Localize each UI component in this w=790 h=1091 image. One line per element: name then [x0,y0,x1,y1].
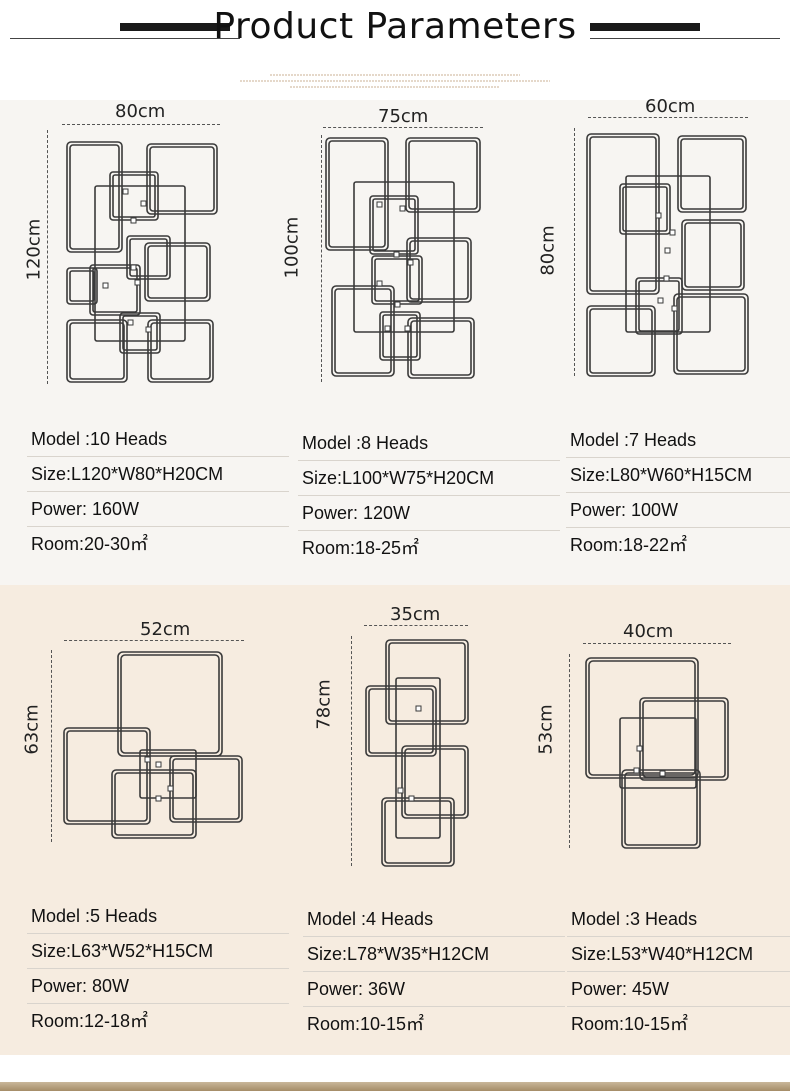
fine-print-decoration [200,72,590,94]
model-value: Model :4 Heads [303,902,565,937]
spec-table-7-heads: Model :7 Heads Size:L80*W60*H15CM Power:… [566,423,790,563]
height-label: 63cm [21,704,43,755]
size-value: Size:L120*W80*H20CM [27,457,289,492]
lamp-drawing-7-heads [586,133,749,377]
width-dimension-line [64,640,244,641]
width-label: 52cm [140,619,191,640]
height-dimension-line [574,128,575,376]
header-line-left [10,38,240,39]
width-label: 80cm [115,101,166,122]
room-value: Room:12-18㎡ [31,1011,149,1031]
size-value: Size:L80*W60*H15CM [566,458,790,493]
size-value: Size:L100*W75*H20CM [298,461,560,496]
power-value: Power: 36W [303,972,565,1007]
width-dimension-line [62,124,220,125]
power-value: Power: 120W [298,496,560,531]
width-dimension-line [323,127,483,128]
height-label: 53cm [535,704,557,755]
size-value: Size:L78*W35*H12CM [303,937,565,972]
width-dimension-line [588,117,748,118]
height-label: 80cm [537,225,559,276]
room-value: Room:18-25㎡ [302,538,420,558]
lamp-drawing-3-heads [585,657,729,849]
room-value: Room:10-15㎡ [307,1014,425,1034]
model-value: Model :10 Heads [27,422,289,457]
model-value: Model :7 Heads [566,423,790,458]
power-value: Power: 45W [567,972,790,1007]
room-value: Room:20-30㎡ [31,534,149,554]
model-value: Model :3 Heads [567,902,790,937]
width-dimension-line [364,625,468,626]
header-bar-right [590,23,700,31]
height-dimension-line [321,135,322,382]
width-dimension-line [583,643,731,644]
spec-table-5-heads: Model :5 Heads Size:L63*W52*H15CM Power:… [27,899,289,1039]
header-line-right [590,38,780,39]
width-label: 60cm [645,96,696,117]
fine-print-lines [240,74,550,88]
spec-table-3-heads: Model :3 Heads Size:L53*W40*H12CM Power:… [567,902,790,1042]
section-small-models [0,585,790,1055]
height-label: 78cm [313,679,335,730]
width-label: 35cm [390,604,441,625]
height-dimension-line [47,130,48,384]
size-value: Size:L63*W52*H15CM [27,934,289,969]
width-label: 75cm [378,106,429,127]
power-value: Power: 160W [27,492,289,527]
width-label: 40cm [623,621,674,642]
power-value: Power: 100W [566,493,790,528]
page-title: Product Parameters [213,6,577,47]
model-value: Model :8 Heads [298,426,560,461]
header: Product Parameters [0,0,790,100]
lamp-drawing-5-heads [63,651,243,839]
height-label: 120cm [23,218,45,281]
height-dimension-line [351,636,352,866]
header-bar-left [120,23,230,31]
spec-table-4-heads: Model :4 Heads Size:L78*W35*H12CM Power:… [303,902,565,1042]
room-value: Room:10-15㎡ [571,1014,689,1034]
height-dimension-line [51,650,52,842]
lamp-drawing-8-heads [325,137,481,379]
lamp-drawing-10-heads [66,141,218,383]
room-value: Room:18-22㎡ [570,535,688,555]
lamp-drawing-4-heads [365,639,469,867]
footer-strip [0,1082,790,1091]
spec-table-10-heads: Model :10 Heads Size:L120*W80*H20CM Powe… [27,422,289,562]
spec-table-8-heads: Model :8 Heads Size:L100*W75*H20CM Power… [298,426,560,566]
height-dimension-line [569,654,570,848]
height-label: 100cm [281,216,303,279]
size-value: Size:L53*W40*H12CM [567,937,790,972]
model-value: Model :5 Heads [27,899,289,934]
power-value: Power: 80W [27,969,289,1004]
